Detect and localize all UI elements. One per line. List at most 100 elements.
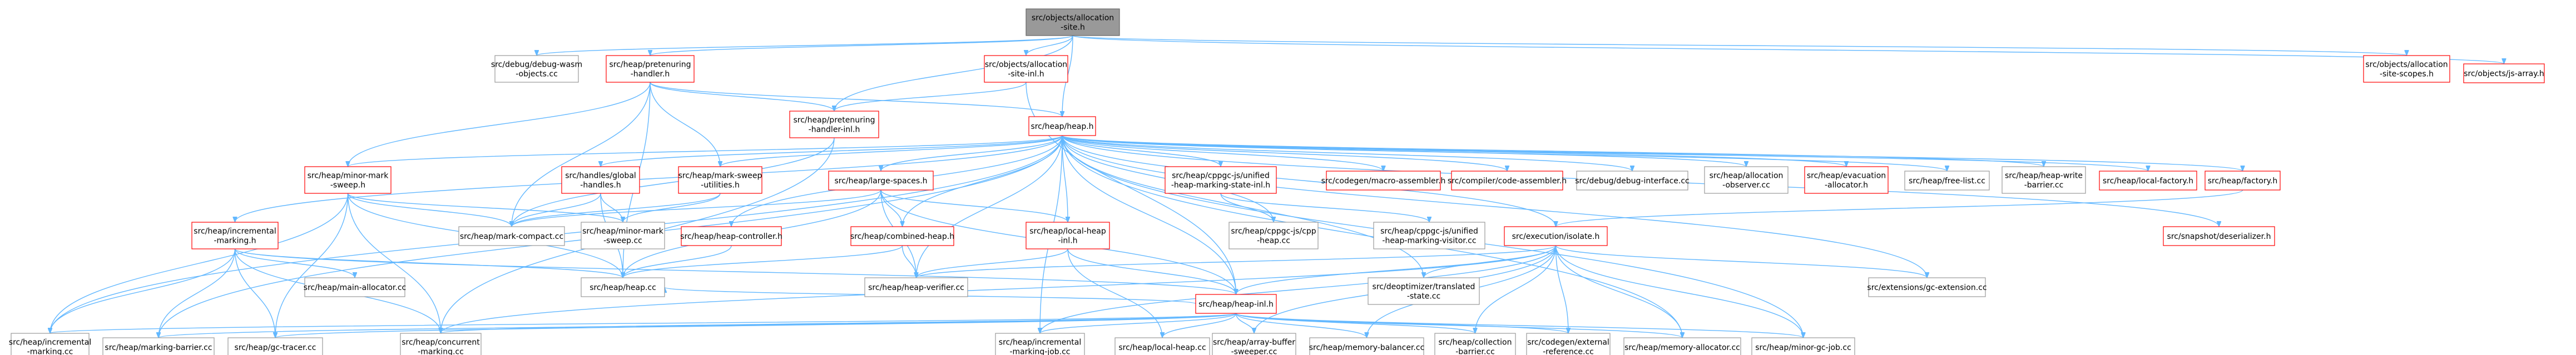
edge-large_spaces-to-local_heap_inl: [880, 189, 1068, 223]
node-label-line: src/heap/incremental: [194, 227, 276, 236]
node-incr-marking-cc[interactable]: src/heap/incremental-marking.cc: [9, 333, 91, 355]
node-box: [2205, 171, 2281, 191]
node-label-line: src/deoptimizer/translated: [1373, 283, 1475, 292]
node-combined-heap[interactable]: src/heap/combined-heap.h: [850, 226, 954, 246]
node-array-buffer-sweeper[interactable]: src/heap/array-buffer-sweeper.cc: [1212, 333, 1296, 355]
node-label-line: src/heap/minor-mark: [582, 227, 664, 236]
node-label-line: src/heap/memory-allocator.cc: [1624, 343, 1740, 352]
node-box: [1212, 333, 1296, 355]
node-label-line: src/heap/local-factory.h: [2103, 177, 2193, 186]
node-label-line: -handles.h: [580, 181, 621, 190]
node-alloc-site-scopes[interactable]: src/objects/allocation-site-scopes.h: [2363, 55, 2450, 83]
node-minor-mark-sweep[interactable]: src/heap/minor-mark-sweep.h: [304, 166, 392, 194]
node-label-line: src/heap/heap-write: [2005, 172, 2083, 181]
node-code-asm[interactable]: src/compiler/code-assembler.h: [1448, 171, 1567, 191]
node-heap-cc[interactable]: src/heap/heap.cc: [581, 277, 665, 297]
node-factory-h[interactable]: src/heap/factory.h: [2205, 171, 2281, 191]
node-label-line: src/heap/evacuation: [1807, 172, 1886, 181]
node-box: [1195, 294, 1277, 314]
edge-isolate_h-to-external_ref: [1555, 245, 1569, 333]
node-label-line: src/heap/combined-heap.h: [850, 232, 954, 241]
edge-unified_state_inl-to-cpp_heap: [1220, 193, 1274, 223]
node-label-line: src/heap/cppgc-js/unified: [1380, 227, 1478, 236]
node-root[interactable]: src/objects/allocation-site.h: [1026, 8, 1120, 36]
node-external-ref[interactable]: src/codegen/external-reference.cc: [1526, 333, 1611, 355]
node-free-list[interactable]: src/heap/free-list.cc: [1904, 171, 1990, 191]
node-alloc-observer[interactable]: src/heap/allocation-observer.cc: [1704, 166, 1789, 194]
node-label-line: -marking.h: [214, 237, 256, 246]
node-box: [1451, 171, 1563, 191]
node-label-line: src/compiler/code-assembler.h: [1448, 177, 1567, 186]
node-mark-sweep-util[interactable]: src/heap/mark-sweep-utilities.h: [678, 166, 762, 194]
node-box: [678, 166, 762, 194]
node-memory-balancer[interactable]: src/heap/memory-balancer.cc: [1309, 337, 1425, 355]
node-local-factory[interactable]: src/heap/local-factory.h: [2099, 171, 2197, 191]
node-handles-global[interactable]: src/handles/global-handles.h: [561, 166, 640, 194]
node-debug-iface[interactable]: src/debug/debug-interface.cc: [1575, 171, 1690, 191]
node-heap-verifier[interactable]: src/heap/heap-verifier.cc: [864, 277, 968, 297]
node-gc-tracer[interactable]: src/heap/gc-tracer.cc: [227, 337, 323, 355]
node-gc-extension[interactable]: src/extensions/gc-extension.cc: [1867, 277, 1987, 297]
node-box: [984, 55, 1068, 83]
node-js-array[interactable]: src/objects/js-array.h: [2463, 63, 2545, 83]
node-label-line: src/codegen/macro-assembler.h: [1321, 177, 1446, 186]
edge-minor_mark_sweep-to-mark_compact: [347, 193, 512, 227]
node-macro-asm[interactable]: src/codegen/macro-assembler.h: [1321, 171, 1446, 191]
edge-heap_inl-to-memory_allocator: [1235, 313, 1683, 338]
node-deserializer[interactable]: src/snapshot/deserializer.h: [2163, 226, 2275, 246]
edge-large_spaces-to-mark_compact: [512, 189, 881, 227]
node-cpp-heap[interactable]: src/heap/cppgc-js/cpp-heap.cc: [1228, 222, 1319, 249]
node-write-barrier[interactable]: src/heap/heap-write-barrier.cc: [2002, 166, 2086, 194]
node-label-line: src/objects/allocation: [985, 61, 1067, 69]
node-heap-h[interactable]: src/heap/heap.h: [1028, 116, 1096, 136]
edge-root-to-pretenuring: [650, 35, 1073, 56]
node-label-line: -marking-job.cc: [1009, 348, 1070, 355]
edge-heap_h-to-mark_sweep_util: [720, 135, 1063, 167]
edge-heap_controller-to-heap_cc: [623, 245, 732, 278]
node-label-line: src/heap/heap-verifier.cc: [868, 283, 964, 292]
node-mark-compact[interactable]: src/heap/mark-compact.cc: [458, 226, 565, 246]
node-alloc-site-inl[interactable]: src/objects/allocation-site-inl.h: [984, 55, 1068, 83]
node-isolate-h[interactable]: src/execution/isolate.h: [1504, 226, 1608, 246]
node-label-line: src/heap/allocation: [1710, 172, 1784, 181]
node-minor-mark-sweep-cc[interactable]: src/heap/minor-mark-sweep.cc: [581, 222, 665, 249]
node-box: [458, 226, 565, 246]
edge-root-to-pretenuring_inl: [834, 35, 1073, 111]
node-marking-barrier[interactable]: src/heap/marking-barrier.cc: [102, 337, 215, 355]
node-label-line: src/extensions/gc-extension.cc: [1867, 283, 1987, 292]
node-box: [850, 226, 954, 246]
node-deopt-translated[interactable]: src/deoptimizer/translated-state.cc: [1368, 277, 1480, 305]
node-local-heap-inl[interactable]: src/heap/local-heap-inl.h: [1026, 222, 1110, 249]
edge-heap_h-to-unified_state_inl: [1062, 135, 1221, 167]
node-unified-state-inl[interactable]: src/heap/cppgc-js/unified-heap-marking-s…: [1165, 166, 1277, 194]
edge-heap_h-to-incr_marking_h: [235, 135, 1063, 222]
node-concurrent-marking[interactable]: src/heap/concurrent-marking.cc: [400, 333, 482, 355]
node-pretenuring-inl[interactable]: src/heap/pretenuring-handler-inl.h: [789, 111, 879, 138]
edge-heap_h-to-memory_allocator: [1062, 135, 1682, 338]
node-label-line: -sweep.cc: [603, 237, 642, 246]
edge-mark_sweep_util-to-minor_mark_sweep_cc: [623, 193, 721, 223]
node-collection-barrier[interactable]: src/heap/collection-barrier.cc: [1434, 333, 1516, 355]
node-heap-controller[interactable]: src/heap/heap-controller.h: [680, 226, 782, 246]
node-main-alloc[interactable]: src/heap/main-allocator.cc: [304, 277, 406, 297]
node-incr-marking-h[interactable]: src/heap/incremental-marking.h: [191, 222, 279, 249]
node-debug-wasm[interactable]: src/debug/debug-wasm-objects.cc: [491, 55, 582, 83]
node-local-heap-cc[interactable]: src/heap/local-heap.cc: [1114, 337, 1210, 355]
node-box: [789, 111, 879, 138]
node-heap-inl[interactable]: src/heap/heap-inl.h: [1195, 294, 1277, 314]
node-large-spaces[interactable]: src/heap/large-spaces.h: [828, 171, 934, 191]
edge-pretenuring-to-minor_mark_sweep: [348, 82, 651, 167]
node-box: [1028, 116, 1096, 136]
node-memory-allocator[interactable]: src/heap/memory-allocator.cc: [1623, 337, 1741, 355]
node-label-line: -reference.cc: [1543, 348, 1594, 355]
node-label-line: src/heap/incremental: [999, 338, 1081, 347]
node-pretenuring[interactable]: src/heap/pretenuring-handler.h: [606, 55, 695, 83]
node-incr-marking-job[interactable]: src/heap/incremental-marking-job.cc: [995, 333, 1085, 355]
node-minor-gc-job[interactable]: src/heap/minor-gc-job.cc: [1751, 337, 1855, 355]
node-label-line: src/heap/main-allocator.cc: [304, 283, 406, 292]
edge-isolate_h-to-incr_marking_job: [1040, 245, 1557, 333]
edge-pretenuring-to-pretenuring_inl: [650, 82, 834, 112]
node-label-line: src/debug/debug-interface.cc: [1575, 177, 1690, 186]
node-unified-visitor[interactable]: src/heap/cppgc-js/unified-heap-marking-v…: [1373, 222, 1485, 249]
node-evac-alloc[interactable]: src/heap/evacuation-allocator.h: [1804, 166, 1889, 194]
